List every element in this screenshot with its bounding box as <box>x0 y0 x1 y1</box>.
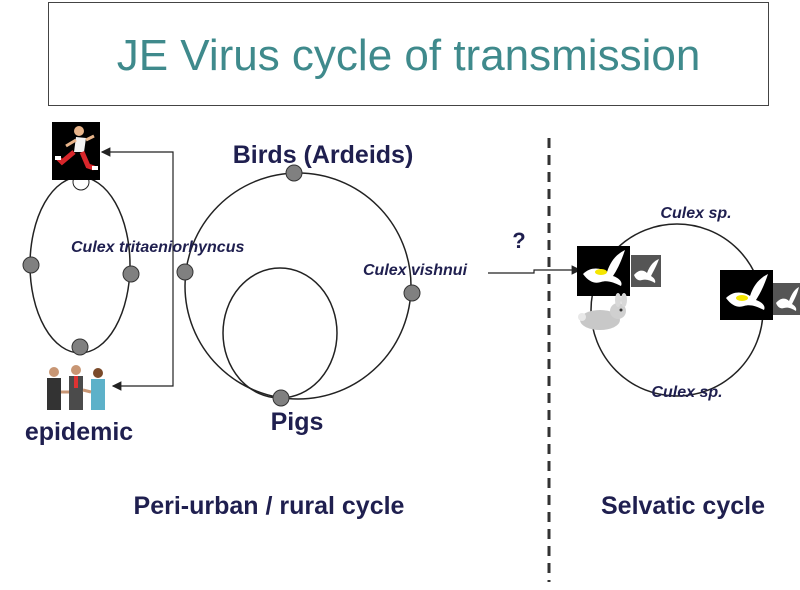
selvatic-cycle-label: Selvatic cycle <box>601 492 765 520</box>
rabbit-icon <box>578 293 627 330</box>
epidemic-label: epidemic <box>25 418 133 446</box>
human-loop-node-left <box>22 256 40 274</box>
pigs-loop-node-bottom <box>272 389 290 407</box>
culex-vishnui-label: Culex vishnui <box>363 262 468 279</box>
birds-loop <box>184 172 412 400</box>
white-bird-icon <box>720 270 773 320</box>
culex-sp-top-label: Culex sp. <box>660 205 731 222</box>
peri-urban-cycle-label: Peri-urban / rural cycle <box>134 492 405 520</box>
question-mark: ? <box>512 228 525 253</box>
pigs-label: Pigs <box>271 408 324 436</box>
white-bird-icon <box>577 246 630 296</box>
page-title: JE Virus cycle of transmission <box>116 31 701 80</box>
white-bird-icon <box>631 255 661 287</box>
birds-loop-node-left <box>176 263 194 281</box>
culex-sp-bottom-label: Culex sp. <box>651 384 722 401</box>
birds-label: Birds (Ardeids) <box>233 141 414 169</box>
pigs-loop <box>222 267 338 399</box>
birds-loop-node-top <box>285 164 303 182</box>
culex-tritaeniorhyncus-label: Culex tritaeniorhyncus <box>71 239 244 256</box>
birds-loop-node-right <box>403 284 421 302</box>
arrow-to-runner <box>100 147 174 270</box>
arrow-to-selvatic <box>488 265 582 275</box>
human-loop-node-bottom <box>71 338 89 356</box>
arrow-to-group <box>111 270 174 391</box>
running-person-icon <box>52 122 100 180</box>
title-box: JE Virus cycle of transmission <box>48 2 769 106</box>
people-group-icon <box>42 362 112 412</box>
white-bird-icon <box>773 283 800 315</box>
human-loop-node-right <box>122 265 140 283</box>
human-loop <box>29 176 131 354</box>
